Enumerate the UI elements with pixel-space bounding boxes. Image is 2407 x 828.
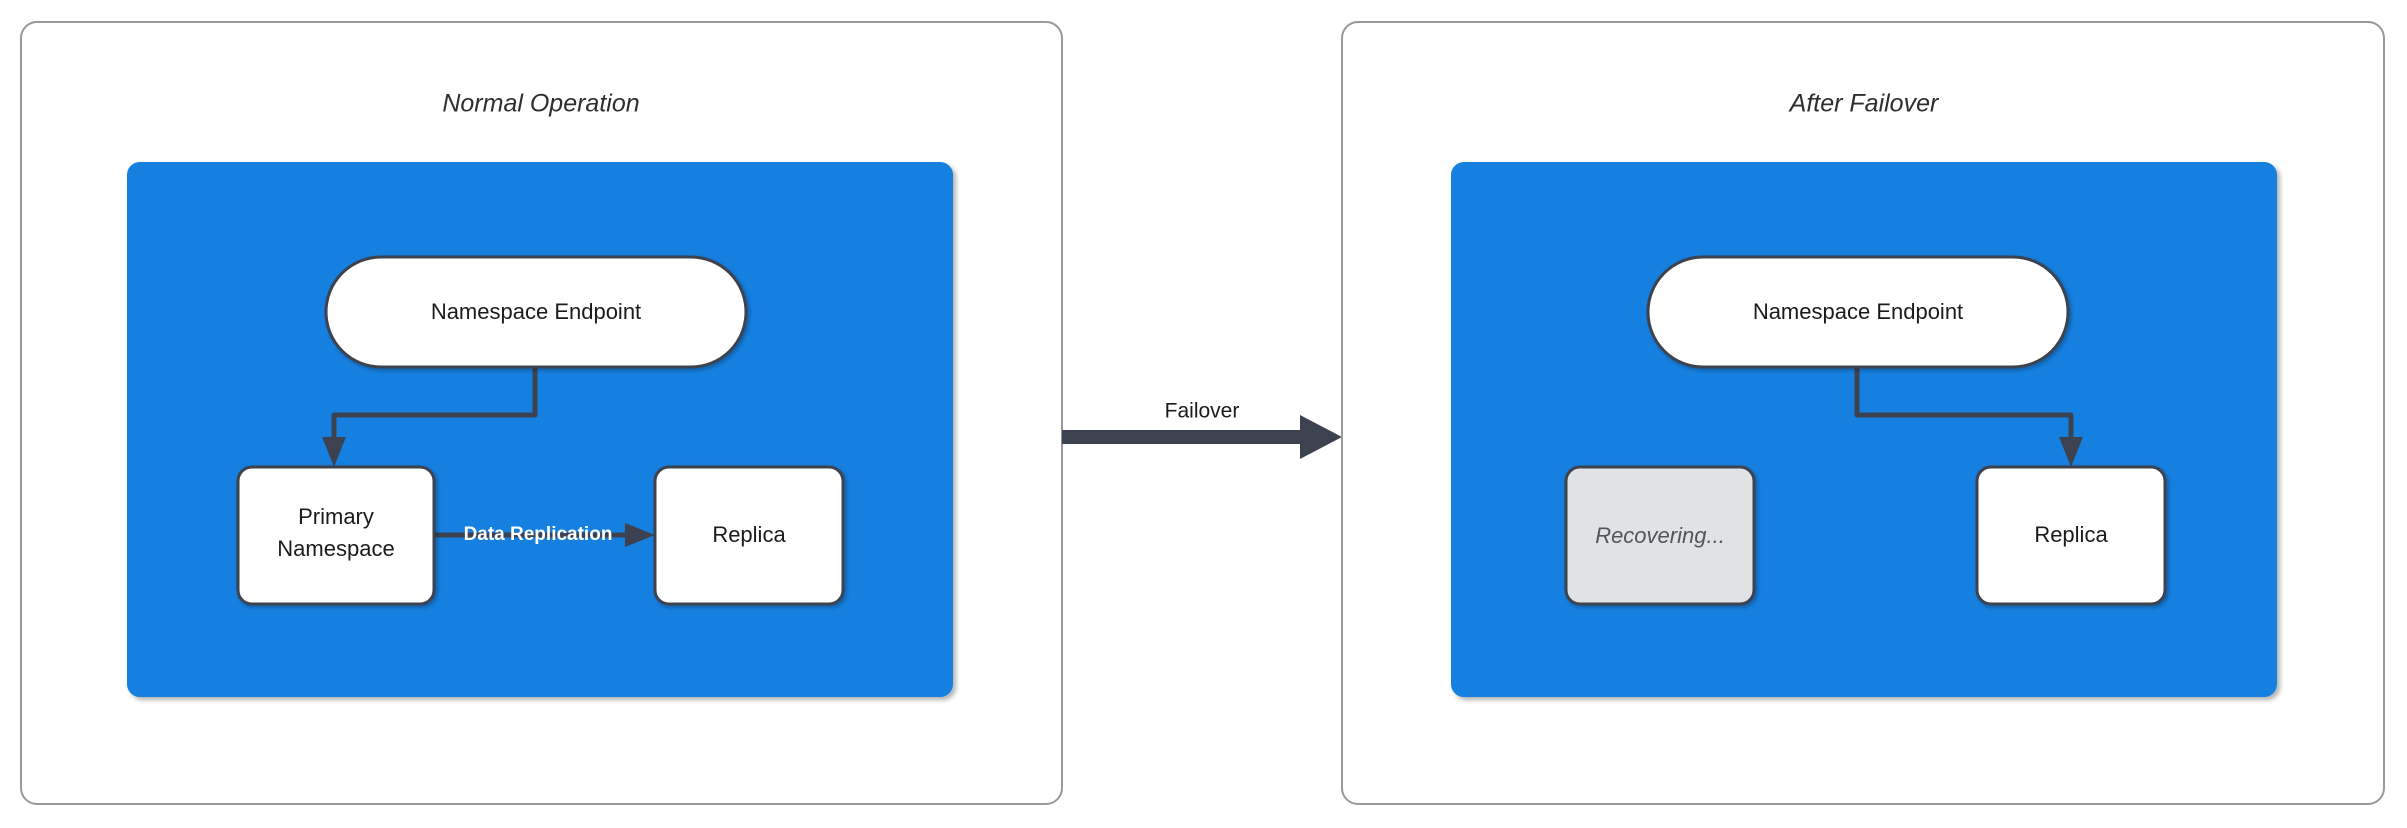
node-left-replica[interactable]: Replica: [653, 465, 845, 606]
node-recovering-label: Recovering...: [1595, 523, 1725, 548]
node-right-namespace-endpoint-shape: [1646, 255, 2070, 369]
node-left-namespace-endpoint-label: Namespace Endpoint: [431, 299, 641, 324]
node-recovering-shape: [1564, 465, 1756, 606]
panel-normal-operation: Normal Operation Data Replication Namesp…: [20, 21, 1063, 805]
edge-endpoint-to-replica: [1854, 367, 2083, 467]
node-primary-namespace-shape: [236, 465, 436, 606]
failover-arrow-label: Failover: [1165, 400, 1240, 423]
right-cluster-container: [1451, 162, 2277, 697]
left-panel-title: Normal Operation: [442, 90, 639, 118]
node-left-namespace-endpoint[interactable]: Namespace Endpoint: [324, 255, 748, 369]
node-primary-namespace-label-line1: Primary: [298, 504, 374, 529]
edge-endpoint-to-replica-line: [1854, 367, 2074, 440]
node-right-namespace-endpoint[interactable]: Namespace Endpoint: [1646, 255, 2070, 369]
edge-data-replication-arrowhead: [625, 523, 655, 547]
node-recovering[interactable]: Recovering...: [1564, 465, 1756, 606]
panel-after-failover: After Failover Namespace Endpoint Recove…: [1341, 21, 2385, 805]
right-panel-title: After Failover: [1788, 90, 1940, 118]
node-right-replica-label: Replica: [2034, 522, 2108, 547]
left-cluster-container: [127, 162, 953, 697]
node-right-namespace-endpoint-label: Namespace Endpoint: [1753, 299, 1963, 324]
edge-data-replication: Data Replication: [434, 523, 655, 547]
node-left-namespace-endpoint-shape: [324, 255, 748, 369]
node-primary-namespace[interactable]: Primary Namespace: [236, 465, 436, 606]
node-primary-namespace-label-line2: Namespace: [277, 536, 394, 561]
edge-endpoint-to-primary-arrowhead: [322, 437, 346, 467]
failover-transition-arrow: Failover: [1062, 400, 1342, 459]
edge-label-data-replication: Data Replication: [464, 524, 613, 545]
node-right-replica[interactable]: Replica: [1975, 465, 2167, 606]
node-right-replica-shape: [1975, 465, 2167, 606]
node-left-replica-label: Replica: [712, 522, 786, 547]
edge-endpoint-to-replica-arrowhead: [2059, 437, 2083, 467]
node-left-replica-shape: [653, 465, 845, 606]
failover-arrow-head: [1300, 415, 1342, 459]
edge-endpoint-to-primary: [322, 367, 538, 467]
edge-endpoint-to-primary-line: [331, 367, 538, 440]
